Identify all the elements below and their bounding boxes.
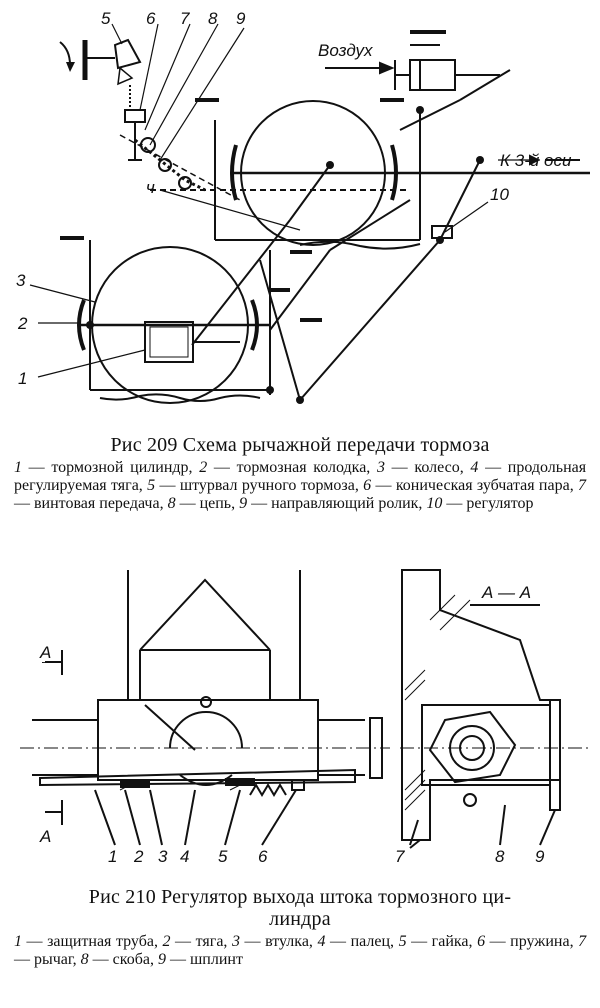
fig210-title-line2: линдра [269, 908, 331, 930]
legend-209-item: 5 — штурвал ручного тормоза, [147, 477, 359, 494]
hex-nut [428, 710, 517, 784]
clamp-body [97, 699, 319, 781]
label-210-1: 1 [108, 847, 117, 866]
legend-209-item: 7 — винтовая передача, [14, 477, 587, 512]
legend-209-item: 6 — коническая зубчатая пара, [363, 477, 574, 494]
label-8: 8 [208, 9, 218, 28]
label-210-6: 6 [258, 847, 268, 866]
fig209-title: Рис 209 Схема рычажной передачи тормоза [110, 434, 490, 456]
label-210-9: 9 [535, 847, 545, 866]
label-axle: К 3-й оси [500, 151, 572, 170]
legend-209-item: 3 — колесо, [377, 459, 464, 476]
label-210-7: 7 [395, 847, 405, 866]
legend-209-item: 9 — направляющий ролик, [239, 495, 423, 512]
label-A-top: А [39, 643, 51, 662]
label-A-bottom: А [39, 827, 51, 846]
fig209-legend: 1 — тормозной цилиндр, 2 — тормозная кол… [14, 459, 586, 513]
label-9: 9 [236, 9, 246, 28]
bracket-section [421, 704, 551, 786]
figure-210-diagram: А — А А А 1 2 3 4 5 6 7 8 9 [20, 569, 590, 866]
label-7: 7 [180, 9, 190, 28]
label-6: 6 [146, 9, 156, 28]
fig210-title: Рис 210 Регулятор выхода штока тормозног… [0, 886, 600, 930]
label-2: 2 [17, 314, 28, 333]
legend-210-item: 2 — тяга, [162, 933, 228, 950]
chain [134, 138, 206, 192]
legend-210-item: 9 — шплинт [157, 951, 243, 968]
label-air: Воздух [318, 41, 373, 60]
fig210-legend: 1 — защитная труба, 2 — тяга, 3 — втулка… [14, 933, 586, 969]
legend-209-item: 8 — цепь, [167, 495, 236, 512]
label-210-2: 2 [133, 847, 144, 866]
legend-210-item: 5 — гайка, [398, 933, 473, 950]
legend-210-item: 1 — защитная труба, [14, 933, 158, 950]
legend-209-item: 4 — продольная регулируемая тяга, [14, 459, 587, 494]
label-210-4: 4 [180, 847, 189, 866]
label-210-8: 8 [495, 847, 505, 866]
label-1: 1 [18, 369, 27, 388]
label-section-AA: А — А [481, 583, 531, 602]
label-10: 10 [490, 185, 509, 204]
legend-210-item: 3 — втулка, [231, 933, 313, 950]
legend-209-item: 2 — тормозная колодка, [199, 459, 371, 476]
legend-210-item: 8 — скоба, [80, 951, 154, 968]
label-210-3: 3 [158, 847, 168, 866]
label-210-5: 5 [218, 847, 228, 866]
legend-210-item: 4 — палец, [317, 933, 395, 950]
legend-209-item: 1 — тормозной цилиндр, [14, 459, 193, 476]
spring [249, 783, 287, 797]
legend-209-item: 10 — регулятор [426, 495, 534, 512]
label-3: 3 [16, 271, 26, 290]
label-4: ч [146, 178, 155, 197]
label-5: 5 [101, 9, 111, 28]
figure-209-diagram: 5 6 7 8 9 Воздух К 3-й оси ч 10 3 2 1 [16, 9, 590, 404]
legend-210-item: 6 — пружина, [477, 933, 574, 950]
legend-210-item: 7 — рычаг, [14, 933, 587, 968]
fig210-title-line1: Рис 210 Регулятор выхода штока тормозног… [88, 886, 512, 908]
